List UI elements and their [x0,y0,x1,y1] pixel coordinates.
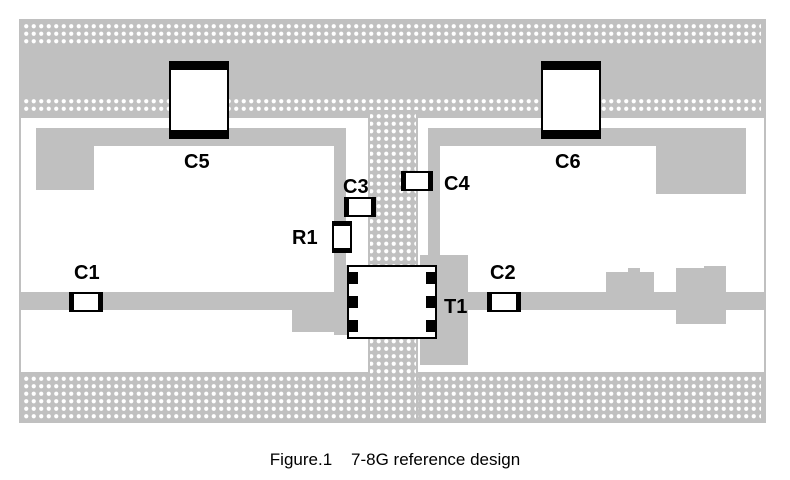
resistor-r1 [332,221,352,253]
capacitor-c3 [344,197,376,217]
pcb-layout-diagram: C5 C6 C3 C4 R1 C1 C2 T1 [19,19,766,423]
capacitor-c6 [541,61,601,139]
label-r1: R1 [292,227,318,249]
transistor-t1 [347,265,437,339]
label-c4: C4 [444,173,470,195]
label-c1: C1 [74,262,100,284]
rf-output-trace [468,266,765,324]
label-t1: T1 [444,296,467,318]
label-c2: C2 [490,262,516,284]
label-c6: C6 [555,151,581,173]
top-ground-plane [20,20,765,118]
label-c3: C3 [343,176,369,198]
capacitor-c2 [487,292,521,312]
capacitor-c1 [69,292,103,312]
capacitor-c5 [169,61,229,139]
capacitor-c4 [401,171,433,191]
label-c5: C5 [184,151,210,173]
figure-caption: Figure.1 7-8G reference design [269,450,521,469]
